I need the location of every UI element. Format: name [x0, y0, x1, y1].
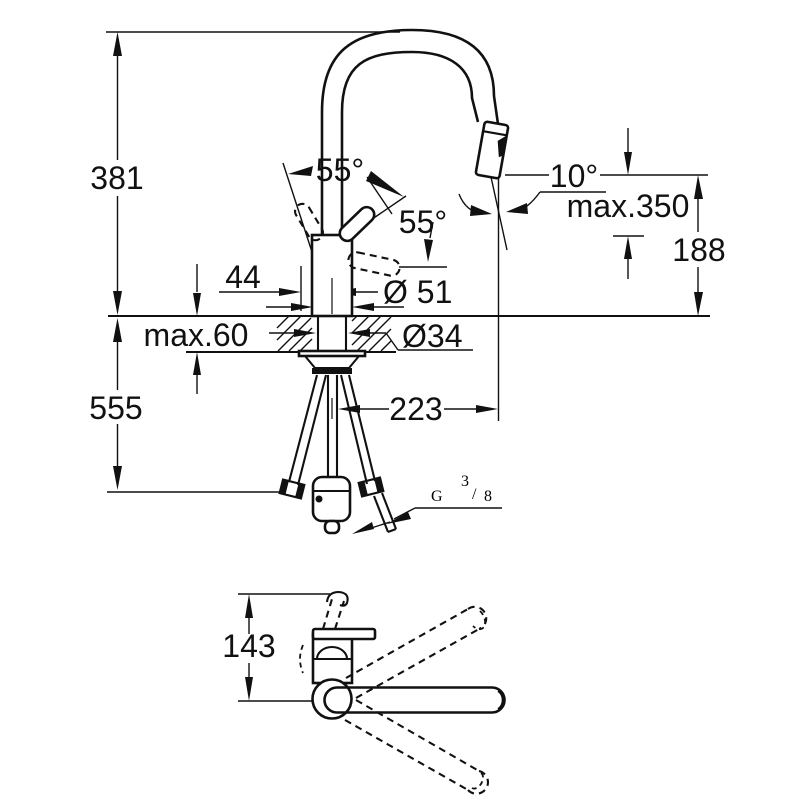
hose-tail-right [373, 492, 397, 533]
dimension-labels: 381 555 max.60 44 Ø 51 Ø34 223 55° 55° 1… [89, 152, 725, 664]
lever-position-down-dashed [347, 251, 401, 277]
plan-spout-tip [325, 590, 349, 607]
shank [316, 316, 348, 351]
dim-hole-diameter: Ø34 [402, 318, 462, 354]
lever-handle [338, 205, 376, 243]
dim-handle-offset: 44 [225, 259, 261, 295]
dim-outlet-height: 188 [672, 232, 725, 268]
supply-hose-left [287, 374, 328, 486]
plan-swivel-range-lower [344, 699, 489, 795]
spray-head [474, 120, 510, 180]
dim-supply-thread: G 3 / 8 [431, 473, 492, 505]
faucet-side-view [278, 28, 510, 535]
mounting-nut [312, 368, 352, 374]
dim-deck-thickness: max.60 [144, 317, 249, 353]
weight-cap [323, 519, 341, 535]
plan-spout-arm [337, 686, 492, 714]
faucet-plan-view [238, 590, 506, 795]
dim-body-diameter: Ø 51 [383, 274, 452, 310]
dim-height-above-deck: 381 [90, 160, 143, 196]
plan-handle-dome [315, 646, 349, 660]
side-view-dimension-lines [106, 31, 710, 493]
dim-spray-angle: 10° [550, 158, 598, 194]
hose-fitting-right [357, 476, 385, 498]
dim-handle-angle-right: 55° [399, 204, 447, 240]
spout-outer-contour [320, 28, 500, 238]
hose-fitting-left [278, 478, 306, 500]
base-flange [297, 349, 367, 358]
pullout-hose [326, 375, 339, 477]
dim-spout-projection: 223 [389, 391, 442, 427]
dim-height-below-deck: 555 [89, 390, 142, 426]
weight-detail-dot [315, 495, 323, 503]
plan-lever [311, 627, 377, 641]
plan-spout-neck-dashed [321, 598, 345, 630]
dim-plan-depth: 143 [222, 628, 275, 664]
plan-swivel-range-upper [345, 605, 488, 699]
lever-position-left-dashed [294, 202, 324, 242]
dim-hose-extension: max.350 [567, 188, 690, 224]
plan-handle-arc-dashed [299, 644, 304, 674]
supply-hose-right [339, 374, 377, 485]
dim-handle-angle-left: 55° [316, 152, 364, 188]
spout-inner-contour [340, 50, 480, 238]
plan-swivel-base [311, 678, 353, 720]
